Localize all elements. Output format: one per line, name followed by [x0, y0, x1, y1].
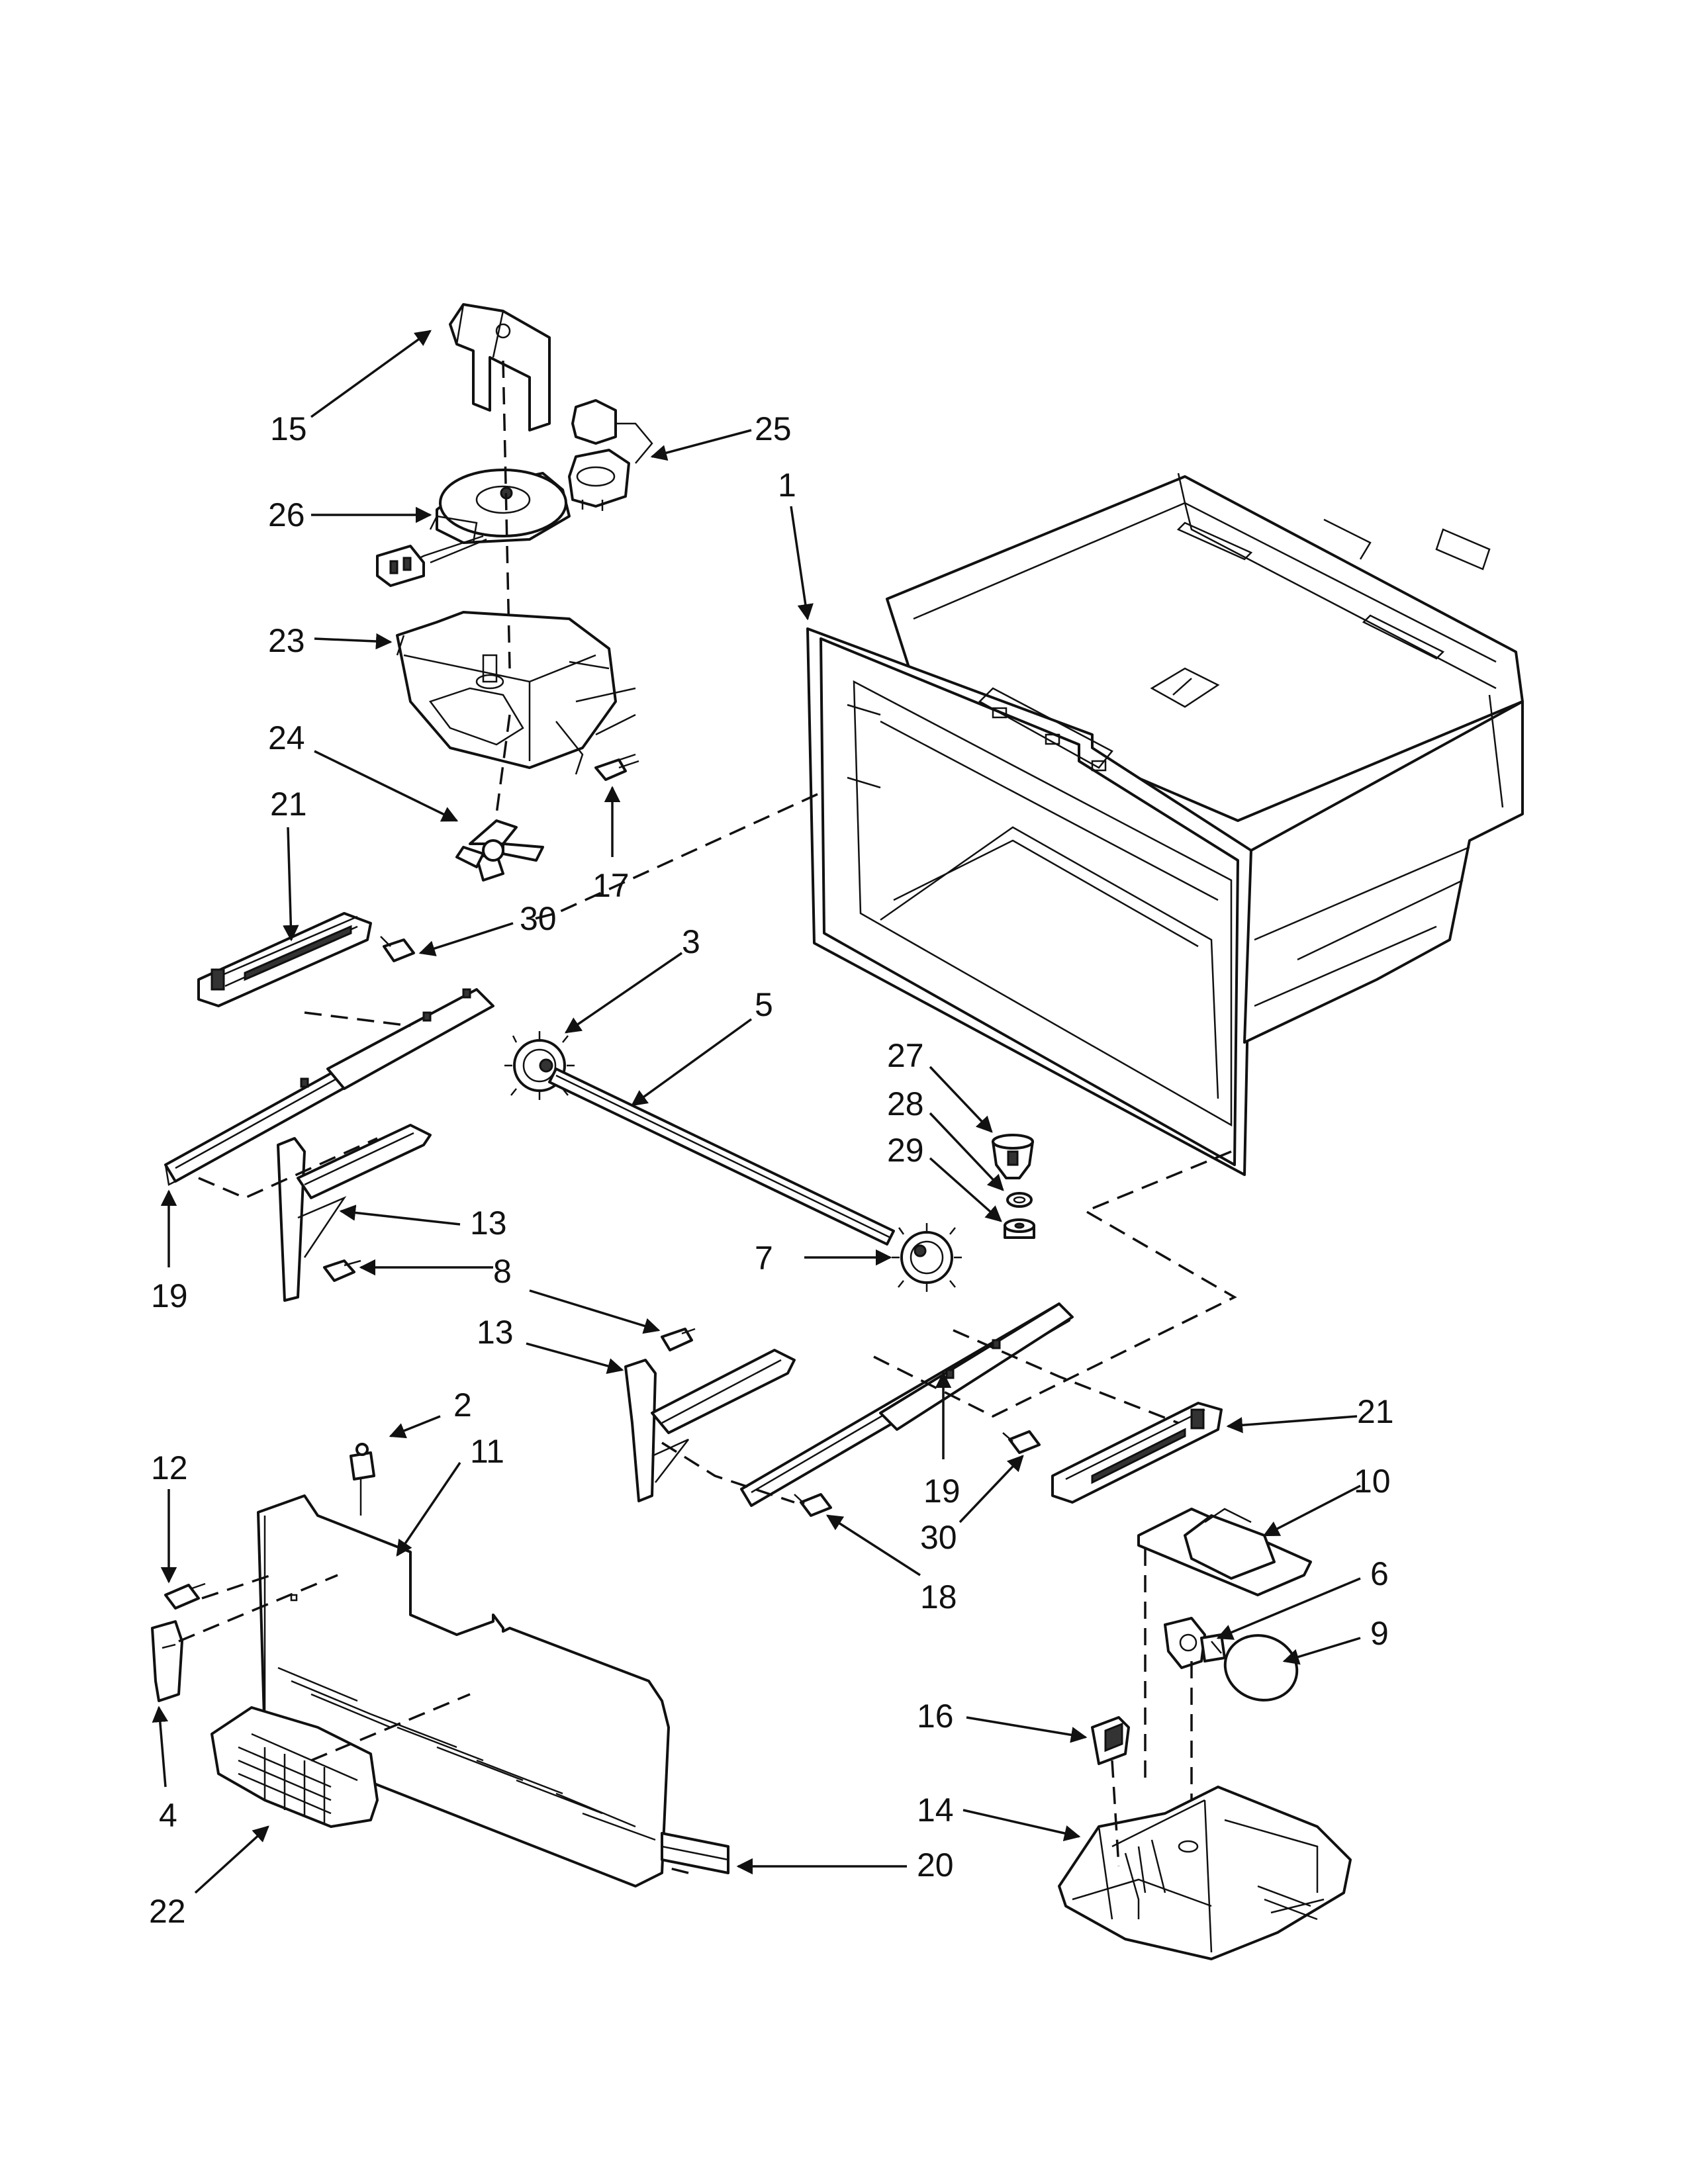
callout-28: 28	[887, 1085, 924, 1122]
callout-23: 23	[268, 622, 305, 659]
leader-30a	[418, 922, 514, 956]
callout-19a: 19	[151, 1277, 188, 1314]
screw-17	[594, 753, 639, 781]
callout-27: 27	[887, 1037, 924, 1074]
screw-30-right	[1002, 1430, 1041, 1454]
gear-right	[892, 1223, 962, 1292]
slide-bracket-right	[1051, 1402, 1223, 1504]
callout-22: 22	[149, 1893, 186, 1930]
callout-11: 11	[470, 1433, 504, 1470]
thermostat-sensor	[568, 399, 653, 511]
callout-20: 20	[917, 1846, 954, 1884]
mounting-bracket-right	[624, 1349, 796, 1502]
assembly-dash-lines	[178, 360, 1237, 1874]
leader-18	[825, 1514, 921, 1576]
callout-10: 10	[1354, 1463, 1391, 1500]
leader-8b	[529, 1289, 661, 1334]
leader-28	[929, 1112, 1004, 1191]
slide-rail-right	[740, 1302, 1074, 1507]
leader-22	[194, 1825, 269, 1894]
callout-labels: 1 2 3 4 5 6 7 8 9 10 11 12 13 13 14 15 1…	[149, 410, 1394, 1930]
bin-cap-27	[992, 1134, 1034, 1179]
leader-2	[389, 1415, 441, 1439]
callout-21b: 21	[1357, 1393, 1394, 1430]
leader-30b	[959, 1455, 1024, 1524]
fan-housing	[396, 611, 636, 775]
leader-24	[314, 750, 459, 822]
callout-18: 18	[920, 1578, 957, 1615]
callout-6: 6	[1370, 1555, 1389, 1592]
freezer-bin	[806, 473, 1524, 1176]
callout-17: 17	[592, 867, 630, 904]
leader-14	[962, 1809, 1081, 1842]
screw-30-left	[380, 936, 415, 962]
leader-11	[396, 1462, 461, 1557]
callout-2: 2	[453, 1387, 472, 1424]
leader-29	[929, 1157, 1002, 1222]
callout-16: 16	[917, 1698, 954, 1735]
leader-15	[310, 330, 432, 418]
leader-4	[152, 1706, 169, 1788]
leader-21b	[1226, 1415, 1358, 1433]
callout-12: 12	[151, 1449, 188, 1486]
clip-4	[151, 1620, 183, 1702]
callout-14: 14	[917, 1792, 954, 1829]
screw-18	[794, 1493, 832, 1517]
callout-15: 15	[270, 410, 307, 447]
callout-30b: 30	[920, 1519, 957, 1556]
gasket-strip	[661, 1832, 729, 1874]
callout-4: 4	[159, 1797, 177, 1834]
callout-9: 9	[1370, 1615, 1389, 1652]
leader-5	[631, 1018, 753, 1107]
callout-24: 24	[268, 719, 305, 756]
leader-21a	[283, 827, 299, 942]
callout-13a: 13	[470, 1205, 507, 1242]
leader-1	[790, 506, 814, 621]
washer-28	[1006, 1192, 1033, 1208]
spacer-29	[1004, 1218, 1035, 1239]
leader-25	[650, 429, 752, 461]
callout-13b: 13	[477, 1314, 514, 1351]
leader-13a	[339, 1205, 461, 1226]
callout-25: 25	[755, 410, 792, 447]
light-cover	[1137, 1508, 1312, 1596]
leader-6	[1216, 1577, 1361, 1640]
callout-26: 26	[268, 496, 305, 533]
callout-8: 8	[493, 1253, 512, 1290]
light-switch	[1091, 1716, 1130, 1765]
callout-5: 5	[755, 986, 773, 1023]
leader-16	[966, 1716, 1088, 1743]
mounting-bracket-left	[277, 1124, 432, 1302]
slide-bracket-left	[197, 912, 372, 1007]
leader-arrows	[152, 330, 1361, 1894]
slide-rail-left	[164, 988, 494, 1186]
fan-bracket	[449, 303, 551, 432]
fan-blade	[455, 819, 544, 882]
callout-19b: 19	[923, 1473, 961, 1510]
cover-panel	[257, 1494, 670, 1888]
callout-21a: 21	[270, 786, 307, 823]
callout-30a: 30	[520, 900, 557, 937]
leader-9	[1282, 1637, 1361, 1665]
lamp-socket	[1164, 1617, 1206, 1669]
callout-3: 3	[682, 923, 700, 960]
fan-motor	[376, 469, 571, 587]
screw-8-right	[661, 1328, 696, 1351]
callout-29: 29	[887, 1132, 924, 1169]
light-housing	[1058, 1786, 1352, 1960]
leader-23	[314, 633, 393, 650]
connecting-rod	[548, 1068, 895, 1246]
light-bulb	[1200, 1633, 1299, 1702]
callout-1: 1	[778, 467, 796, 504]
leader-3	[564, 952, 682, 1034]
leader-10	[1262, 1484, 1361, 1537]
screw-8-left	[323, 1259, 361, 1282]
screw-12	[164, 1582, 206, 1610]
leader-13b	[526, 1342, 624, 1374]
vent-grille	[211, 1706, 379, 1828]
leader-27	[929, 1066, 993, 1133]
sensor-probe	[350, 1443, 375, 1516]
callout-7: 7	[755, 1240, 773, 1277]
